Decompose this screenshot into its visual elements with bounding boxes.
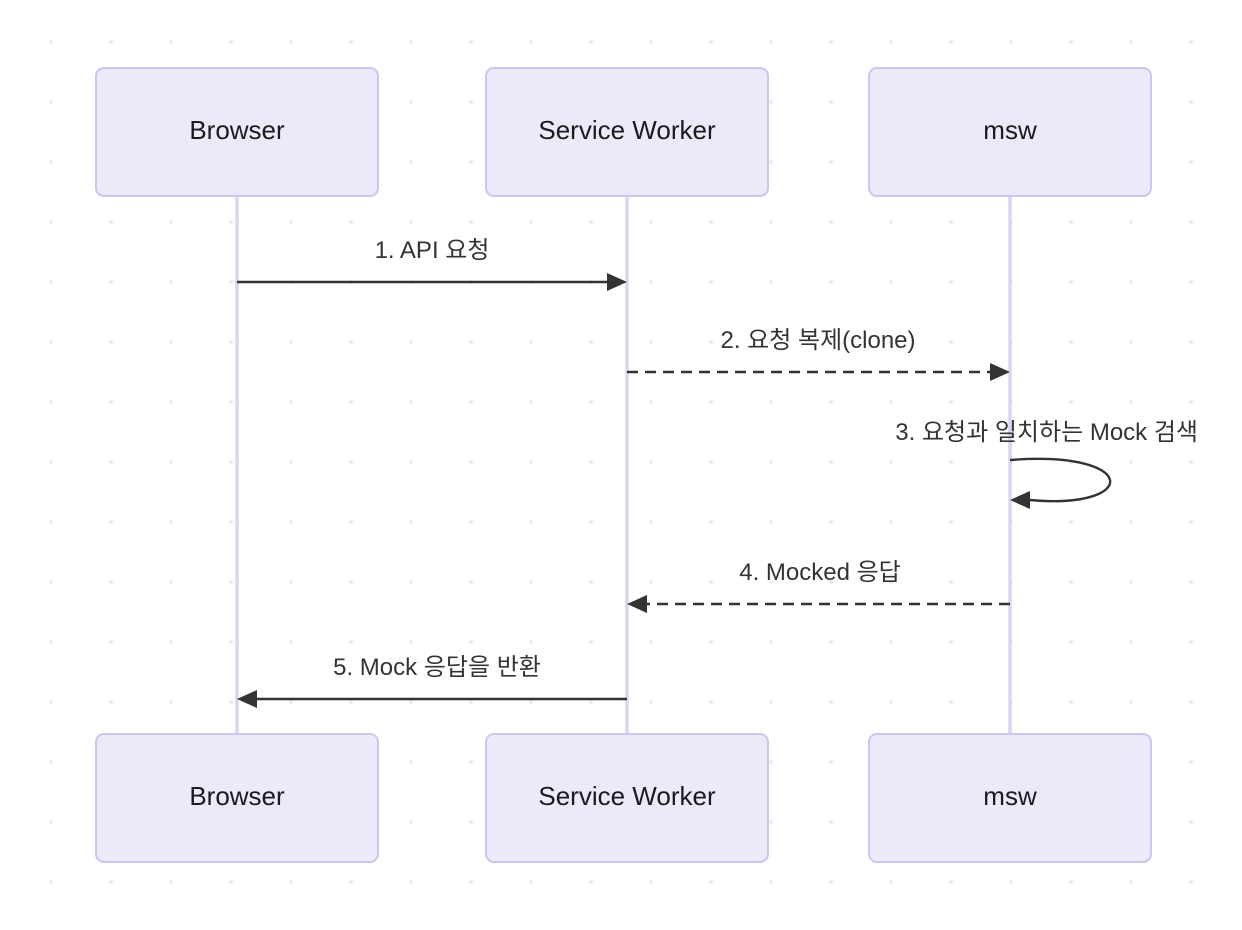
message-arrowhead-3 <box>1010 491 1030 509</box>
message-label-5: 5. Mock 응답을 반환 <box>333 654 541 681</box>
message-5: 5. Mock 응답을 반환 <box>237 654 627 708</box>
message-label-2: 2. 요청 복제(clone) <box>720 327 915 354</box>
message-label-4: 4. Mocked 응답 <box>739 559 901 586</box>
participant-label-service-worker-top: Service Worker <box>538 115 716 145</box>
message-3: 3. 요청과 일치하는 Mock 검색 <box>895 419 1198 509</box>
message-label-1: 1. API 요청 <box>375 237 490 264</box>
participant-box-service-worker-bottom[interactable] <box>485 733 769 863</box>
message-arrowhead-5 <box>237 690 257 708</box>
message-line-3 <box>1009 457 1112 503</box>
participant-box-service-worker-top[interactable] <box>485 67 769 197</box>
participant-msw-bottom[interactable]: msw <box>868 733 1152 863</box>
lifelines-layer <box>235 196 1012 734</box>
participant-service-worker-bottom[interactable]: Service Worker <box>485 733 769 863</box>
participant-label-msw-top: msw <box>983 115 1037 145</box>
message-4: 4. Mocked 응답 <box>627 559 1010 613</box>
message-arrowhead-4 <box>627 595 647 613</box>
message-arrowhead-2 <box>990 363 1010 381</box>
participant-label-service-worker-bottom: Service Worker <box>538 781 716 811</box>
participant-label-browser-top: Browser <box>189 115 285 145</box>
participant-msw-top[interactable]: msw <box>868 67 1152 197</box>
participant-service-worker-top[interactable]: Service Worker <box>485 67 769 197</box>
message-2: 2. 요청 복제(clone) <box>627 327 1010 381</box>
message-arrowhead-1 <box>607 273 627 291</box>
participant-box-browser-bottom[interactable] <box>95 733 379 863</box>
participant-box-msw-bottom[interactable] <box>868 733 1152 863</box>
message-1: 1. API 요청 <box>237 237 627 291</box>
message-label-3: 3. 요청과 일치하는 Mock 검색 <box>895 419 1198 446</box>
participant-box-browser-top[interactable] <box>95 67 379 197</box>
participant-browser-top[interactable]: Browser <box>95 67 379 197</box>
messages-layer: 1. API 요청 2. 요청 복제(clone) 3. 요청과 일치하는 Mock… <box>237 237 1198 708</box>
participant-label-msw-bottom: msw <box>983 781 1037 811</box>
participant-box-msw-top[interactable] <box>868 67 1152 197</box>
participant-label-browser-bottom: Browser <box>189 781 285 811</box>
participant-browser-bottom[interactable]: Browser <box>95 733 379 863</box>
